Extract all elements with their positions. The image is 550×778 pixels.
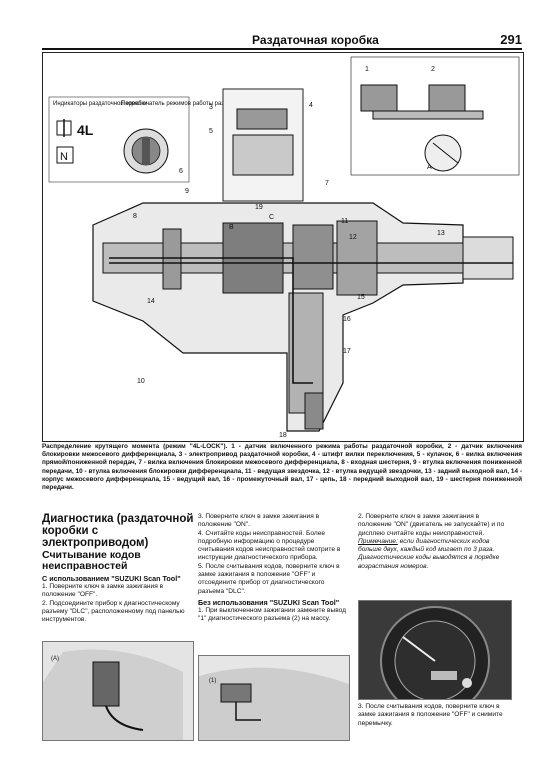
shift-actuator-detail [350,56,520,176]
mode-switch-knob [123,128,169,174]
col3-step-3: 3. После считывания кодов, поверните клю… [358,703,503,727]
callout-16: 16 [343,316,351,323]
page-number: 291 [500,32,522,47]
col2-step-1: 1. При выключенном зажигании замкните вы… [198,606,346,623]
indicator-label: Индикаторы раздаточной коробки [53,100,148,107]
callout-3: 3 [209,104,213,111]
col1-step-1: 1. Поверните ключ в замке зажигания в по… [42,583,164,599]
svg-text:(1): (1) [209,678,216,684]
with-scan-tool-heading: С использованием "SUZUKI Scan Tool" [42,574,181,583]
callout-1: 1 [365,66,369,73]
diagnostics-heading: Диагностика (раздаточной коробки с элект… [42,513,194,549]
callout-7: 7 [325,180,329,187]
callout-12: 12 [349,234,357,241]
actuator-column [222,88,304,202]
callout-18: 18 [279,432,287,439]
callout-labels: 1 2 3 4 5 6 7 8 9 10 11 12 13 14 15 16 1… [133,66,445,439]
callout-2: 2 [431,66,435,73]
callout-14: 14 [147,298,155,305]
callout-17: 17 [343,348,351,355]
col2-step-4: 4. Считайте коды неисправностей. Более п… [198,529,341,562]
callout-11: 11 [341,218,348,225]
col2-step-3: 3. Поверните ключ в замке зажигания в по… [198,513,320,529]
svg-text:(A): (A) [51,656,59,662]
page-title: Раздаточная коробка [252,33,379,47]
note-label: Примечание: [358,537,398,545]
transfer-case-housing [92,202,514,432]
column-1: Диагностика (раздаточной коробки с элект… [42,513,194,624]
instrument-cluster-photo [358,600,512,700]
indicator-4l-label: 4L [77,122,94,138]
callout-15: 15 [357,294,365,301]
letter-c: C [269,214,274,221]
callout-13: 13 [437,230,445,237]
letter-b: B [229,224,234,231]
reading-codes-heading: Считывание кодов неисправностей [42,549,141,572]
col3-step-2: 2. Поверните ключ в замке зажигания в по… [358,513,505,537]
callout-10: 10 [137,378,145,385]
column-3: 2. Поверните ключ в замке зажигания в по… [358,513,510,571]
without-scan-tool-heading: Без использования "SUZUKI Scan Tool" [198,597,340,607]
indicator-4wd-icon [56,119,72,137]
dlc-jumper-photo: (1) [198,655,350,741]
callout-19: 19 [255,204,263,211]
column-3-bottom: 3. После считывания кодов, поверните клю… [358,703,510,728]
scan-tool-photo: (A) [42,641,194,741]
transfer-case-diagram: Индикаторы раздаточной коробки 4L N Пере… [42,52,524,442]
callout-8: 8 [133,213,137,220]
svg-text:N: N [60,151,68,163]
page-header: Раздаточная коробка 291 [42,32,522,50]
switch-label: Переключатель режимов работы раздаточной… [121,100,273,107]
figure-caption: Распределение крутящего момента (режим "… [42,443,522,492]
letter-a: A [427,164,432,171]
note-text: если диагностических кодов больше двух, … [358,537,500,570]
callout-4: 4 [309,102,313,109]
col2-step-5: 5. После считывания кодов, поверните клю… [198,562,340,595]
callout-6: 6 [179,168,183,175]
callout-9: 9 [185,188,189,195]
col3-note: Примечание: если диагностических кодов б… [358,538,510,571]
indicator-panel: Индикаторы раздаточной коробки 4L N Пере… [48,96,273,183]
column-2: 3. Поверните ключ в замке зажигания в по… [198,513,350,624]
indicator-n-icon: N [56,146,74,164]
callout-5: 5 [209,128,213,135]
col1-step-2: 2. Подсоедините прибор к диагностическом… [42,599,185,624]
